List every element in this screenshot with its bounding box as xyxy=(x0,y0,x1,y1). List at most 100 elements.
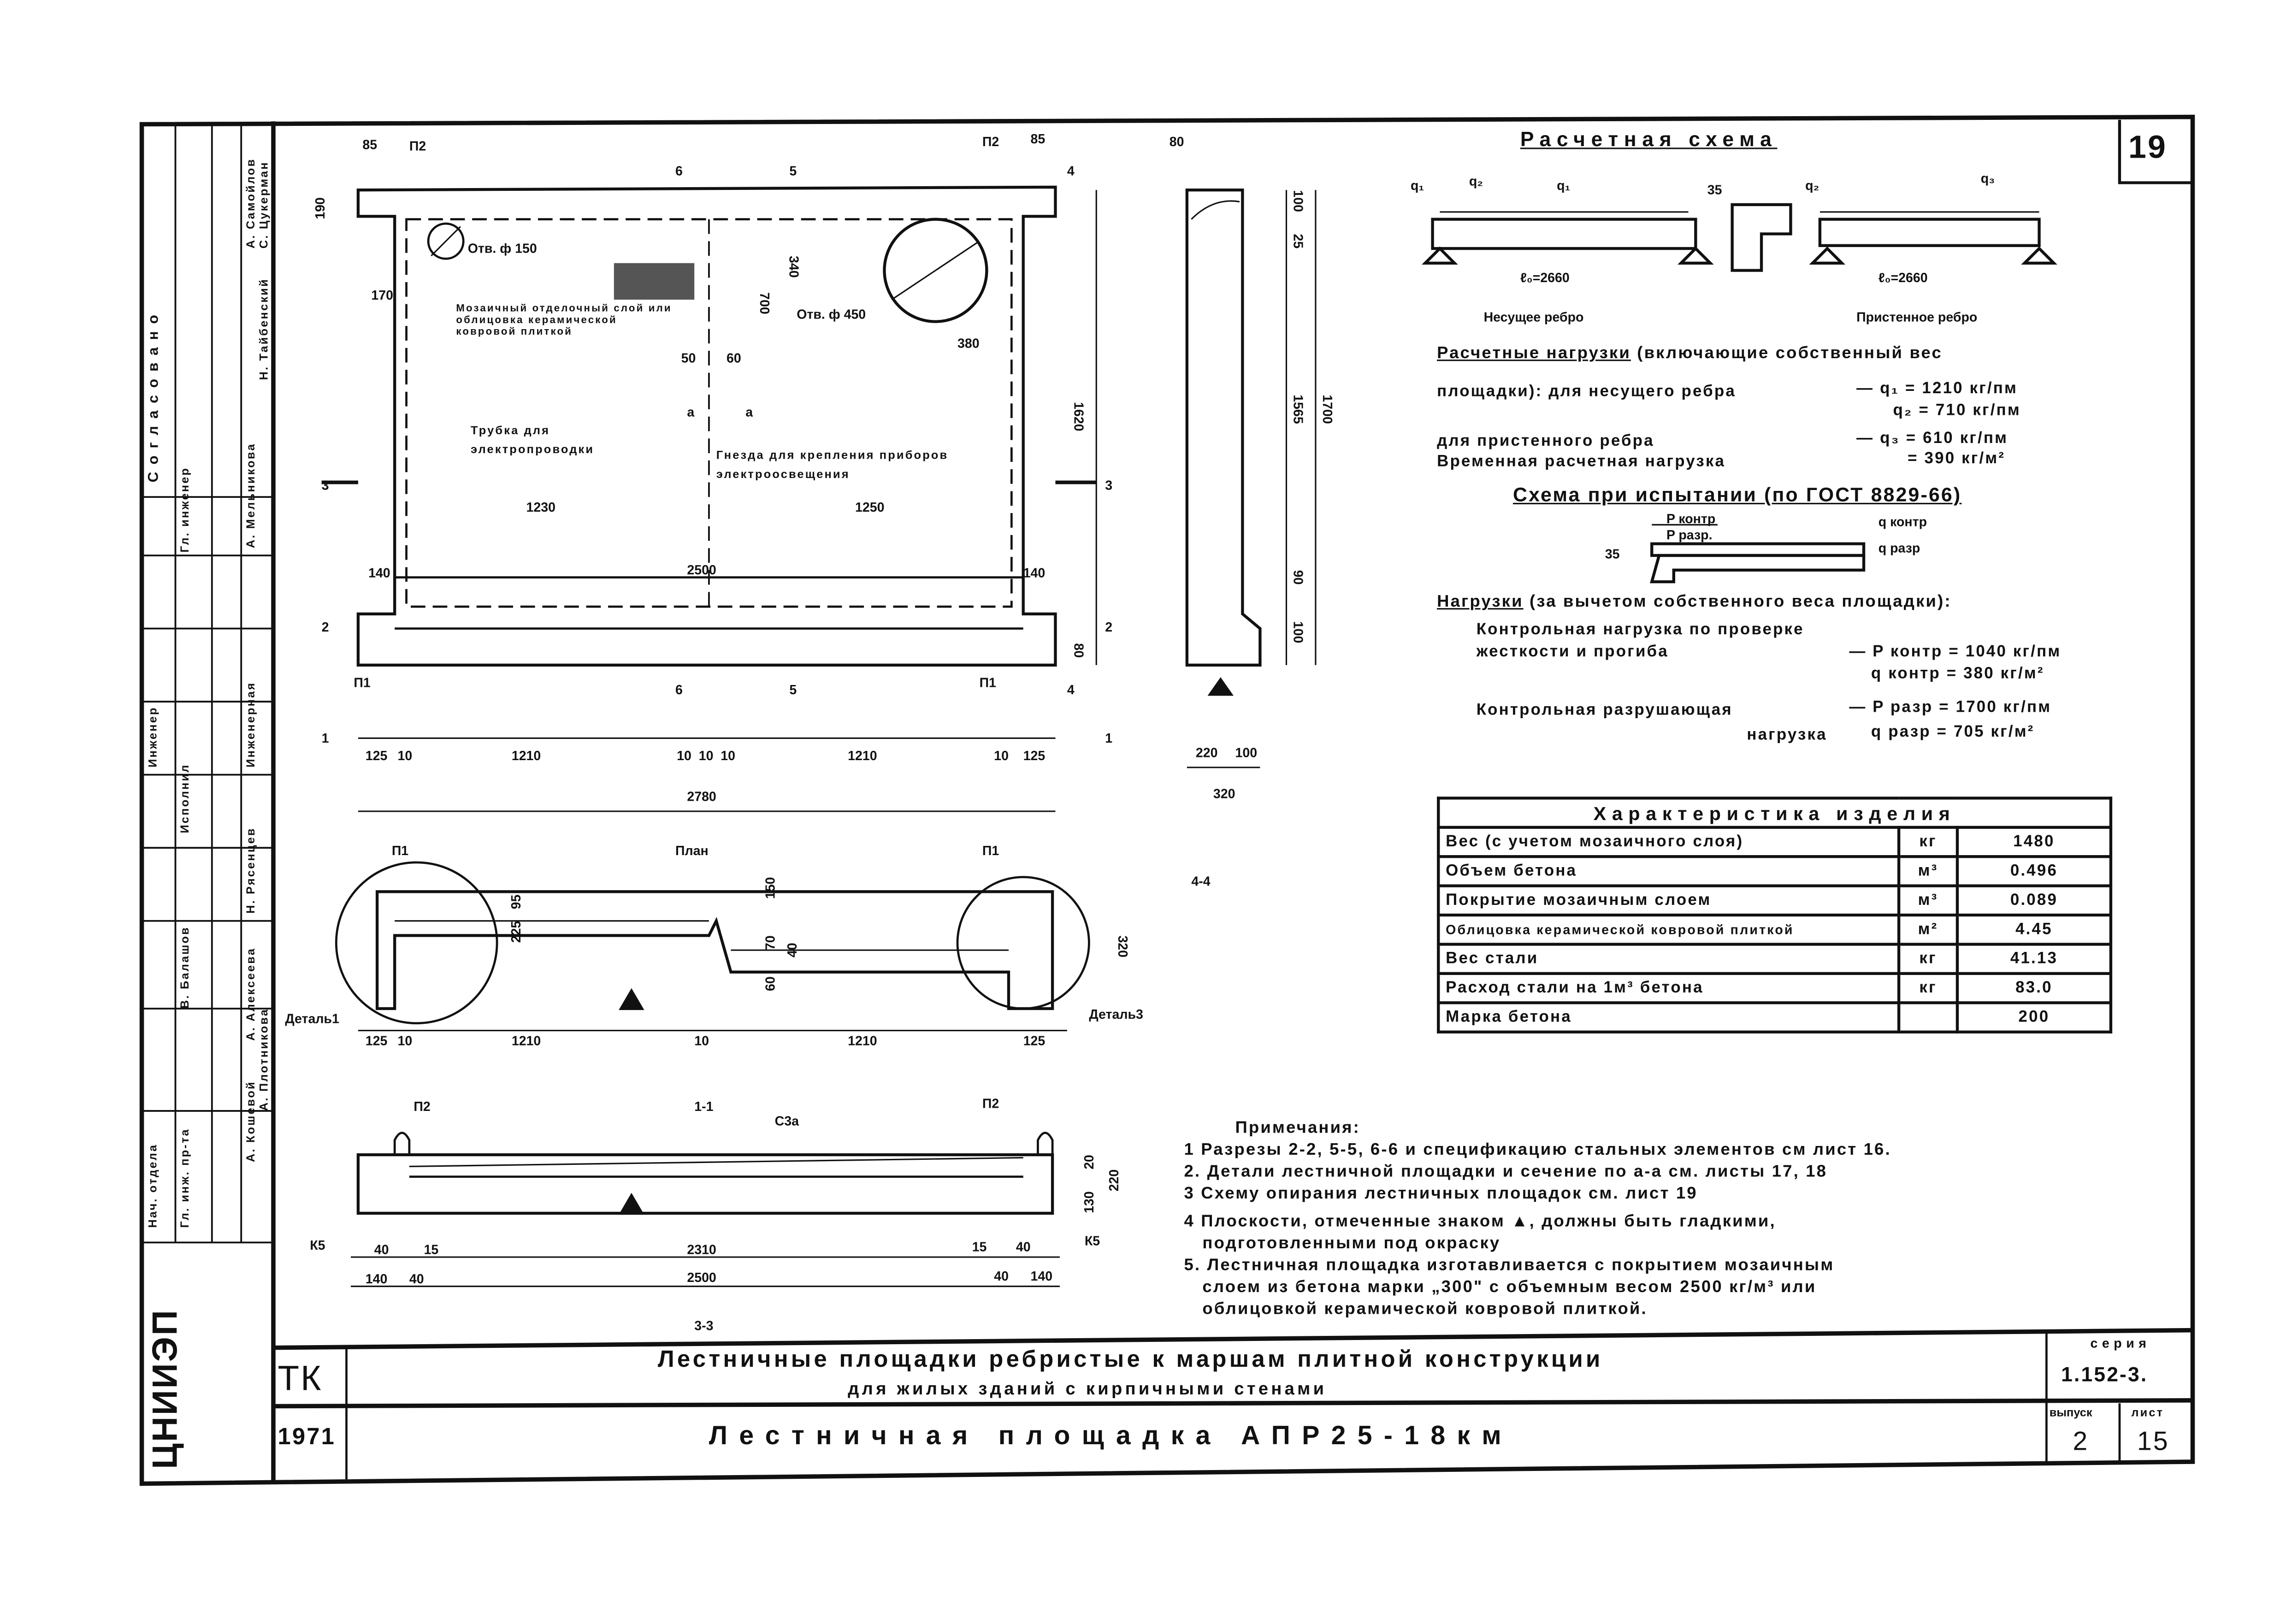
svg-text:220: 220 xyxy=(1196,746,1218,761)
row-name: Вес (с учетом мозаичного слоя) xyxy=(1437,826,1901,858)
svg-text:а: а xyxy=(745,405,753,420)
section-1-1-text: П1 П1 Деталь1 Деталь3 225 95 320 150 70 … xyxy=(285,844,1143,1114)
svg-text:380: 380 xyxy=(957,337,980,351)
svg-text:1210: 1210 xyxy=(848,1033,877,1048)
side-stamp-grid xyxy=(142,124,273,1244)
sheet-label: лист xyxy=(2131,1406,2164,1420)
svg-text:q разр: q разр xyxy=(1878,541,1920,556)
q1-value: — q₁ = 1210 кг/пм xyxy=(1856,380,2018,398)
svg-text:П2: П2 xyxy=(982,1097,999,1111)
test-loads-heading: Нагрузки xyxy=(1437,593,1524,611)
svg-text:10: 10 xyxy=(398,1033,413,1048)
svg-text:60: 60 xyxy=(763,976,778,991)
sheet-value: 15 xyxy=(2137,1426,2169,1456)
svg-text:10: 10 xyxy=(677,749,691,763)
section-3-3 xyxy=(351,1132,1060,1287)
signer-name: А. Алексеева xyxy=(244,947,258,1041)
svg-text:80: 80 xyxy=(1170,135,1184,149)
row-unit: м³ xyxy=(1897,855,1959,887)
role: Гл. инженер xyxy=(178,467,192,553)
svg-text:150: 150 xyxy=(763,877,778,899)
svg-text:125: 125 xyxy=(366,749,388,763)
svg-text:125: 125 xyxy=(1023,749,1046,763)
note-item: 1 Разрезы 2-2, 5-5, 6-6 и спецификацию с… xyxy=(1184,1141,1891,1159)
q-contr-value: q контр = 380 кг/м² xyxy=(1871,665,2044,683)
signer-name: А. Кошевой xyxy=(244,1081,258,1162)
svg-text:2: 2 xyxy=(322,620,329,635)
svg-text:1250: 1250 xyxy=(855,500,884,515)
row-unit: м² xyxy=(1897,913,1959,946)
svg-text:140: 140 xyxy=(366,1272,388,1287)
row-name: Объем бетона xyxy=(1437,855,1901,887)
svg-text:П2: П2 xyxy=(414,1099,430,1114)
agreed-label: Согласовано xyxy=(146,307,162,483)
role: Нач. отдела xyxy=(146,1143,159,1228)
mosaic-label: Мозаичный отделочный слой или облицовка … xyxy=(456,304,672,338)
svg-text:320: 320 xyxy=(1115,935,1130,957)
svg-text:15: 15 xyxy=(972,1240,987,1254)
signer-name: Н. Тайбенский xyxy=(257,278,271,380)
temp-load-label: Временная расчетная нагрузка xyxy=(1437,453,1726,471)
svg-text:К5: К5 xyxy=(310,1238,325,1253)
wall-rib-label: для пристенного ребра xyxy=(1437,432,1654,450)
svg-text:50: 50 xyxy=(681,351,696,366)
svg-text:10: 10 xyxy=(694,1033,709,1048)
svg-text:1210: 1210 xyxy=(848,749,877,763)
svg-text:130: 130 xyxy=(1082,1191,1097,1213)
svg-text:4: 4 xyxy=(1067,164,1075,179)
svg-text:2500: 2500 xyxy=(687,1270,716,1285)
q-razr-value: q разр = 705 кг/м² xyxy=(1871,723,2035,741)
svg-text:1210: 1210 xyxy=(512,1033,541,1048)
role: Инженер xyxy=(146,706,159,768)
issue-value: 2 xyxy=(2073,1426,2089,1456)
svg-text:10: 10 xyxy=(721,749,735,763)
svg-text:95: 95 xyxy=(509,895,524,909)
svg-text:40: 40 xyxy=(785,943,800,957)
row-value: 0.496 xyxy=(1955,855,2113,887)
svg-text:2310: 2310 xyxy=(687,1243,716,1258)
section-4-4-text: 80 100 25 1565 1700 90 100 220 100 320 4… xyxy=(1170,135,1335,889)
calc-scheme-drawing xyxy=(1422,203,2057,272)
svg-text:Деталь3: Деталь3 xyxy=(1089,1007,1143,1022)
note-item: 2. Детали лестничной площадки и сечение … xyxy=(1184,1163,1828,1181)
svg-text:ℓ₀=2660: ℓ₀=2660 xyxy=(1520,271,1570,285)
loads-line2: площадки): для несущего ребра xyxy=(1437,383,1736,401)
row-name: Марка бетона xyxy=(1437,1001,1901,1033)
row-unit: м³ xyxy=(1897,884,1959,917)
row-name: Вес стали xyxy=(1437,943,1901,975)
svg-text:2780: 2780 xyxy=(687,790,716,804)
q3-value: — q₃ = 610 кг/пм xyxy=(1856,430,2008,448)
signer-name: Н. Рясенцев xyxy=(244,827,258,914)
svg-text:П1: П1 xyxy=(980,675,996,690)
svg-text:1210: 1210 xyxy=(512,749,541,763)
signer-name: А. Самойлов xyxy=(244,158,258,249)
role: Исполнил xyxy=(178,763,192,833)
svg-text:Пристенное ребро: Пристенное ребро xyxy=(1856,310,1977,325)
svg-text:20: 20 xyxy=(1082,1155,1097,1169)
svg-text:а: а xyxy=(687,405,695,420)
svg-text:К5: К5 xyxy=(1085,1234,1100,1249)
signer-name: В. Балашов xyxy=(178,926,192,1009)
signer-name: А. Мельникова xyxy=(244,443,258,549)
signer-name: С. Цукерман xyxy=(257,161,271,249)
sheet-frame xyxy=(139,114,2195,1486)
svg-text:Отв. ф 450: Отв. ф 450 xyxy=(797,307,866,322)
svg-text:85: 85 xyxy=(1031,132,1046,147)
svg-text:100: 100 xyxy=(1290,621,1305,644)
svg-text:q₂: q₂ xyxy=(1469,174,1483,189)
plan-dimension-text: 85 85 190 170 340 700 380 50 60 1230 125… xyxy=(313,132,1112,804)
svg-text:Отв. ф 150: Отв. ф 150 xyxy=(468,242,537,256)
role: Гл. инж. пр-та xyxy=(178,1128,192,1228)
note-item: подготовленными под окраску xyxy=(1184,1235,1501,1253)
svg-text:85: 85 xyxy=(362,137,377,152)
test-scheme-drawing xyxy=(1650,524,1866,584)
title-line2: для жилых зданий с кирпичными стенами xyxy=(848,1378,1327,1399)
svg-text:3: 3 xyxy=(1105,478,1112,493)
characteristics-table: Характеристика изделия Вес (с учетом моз… xyxy=(1437,797,2113,1033)
svg-text:40: 40 xyxy=(1016,1240,1031,1254)
